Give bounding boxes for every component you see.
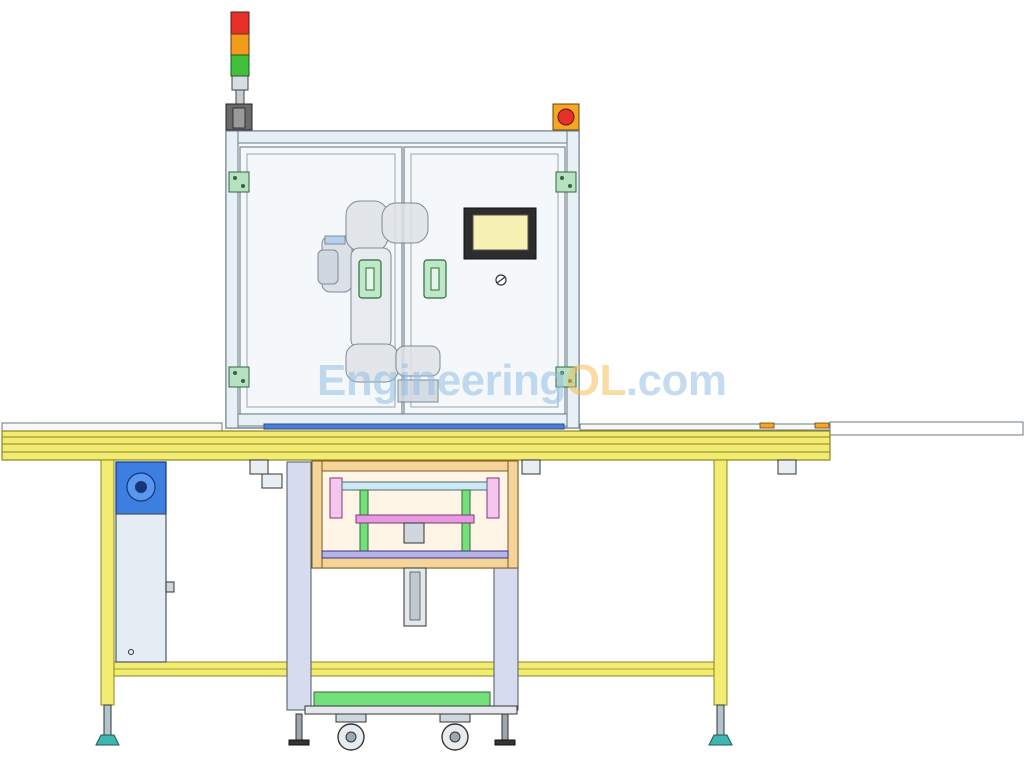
emergency-stop-icon [552,103,580,131]
door-handle [358,259,447,299]
caster-wheel-icon [335,713,471,751]
door-hinge [228,171,577,388]
gear-motor [115,461,167,515]
conveyor-beam [1,421,1024,461]
mounting-bracket [249,459,797,489]
cabinet-frame [225,130,580,429]
lift-module [286,460,519,715]
table-frame [100,459,728,706]
electrical-box [115,513,175,663]
leveling-foot-icon [288,713,516,746]
leveling-foot-icon [95,704,733,746]
touchscreen-hmi-icon [463,207,537,286]
signal-tower-icon [225,11,253,131]
